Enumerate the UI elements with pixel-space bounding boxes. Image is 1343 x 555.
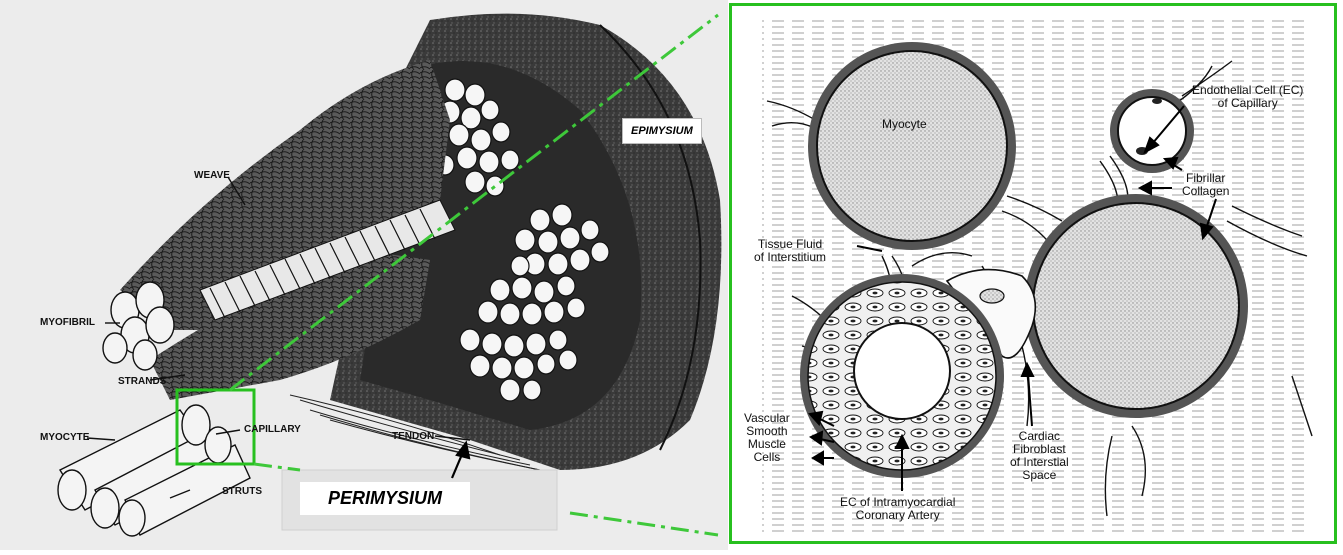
muscle-drawing <box>0 0 728 550</box>
label-tissue-fluid: Tissue Fluid of Interstitium <box>754 238 826 264</box>
label-epimysium: EPIMYSIUM <box>622 118 702 144</box>
label-tendon: TENDON <box>392 431 434 442</box>
label-myofibril: MYOFIBRIL <box>40 317 95 328</box>
vascular-line-4: Cells <box>744 451 790 464</box>
label-ec-coronary-artery: EC of Intramyocardial Coronary Artery <box>840 496 955 522</box>
label-struts: STRUTS <box>222 486 262 497</box>
label-vascular-smooth-muscle: Vascular Smooth Muscle Cells <box>744 412 790 464</box>
label-fibrillar-collagen: Fibrillar Collagen <box>1182 172 1229 198</box>
label-strands: STRANDS <box>118 376 166 387</box>
magnified-interstitium-panel: Myocyte Endothelial Cell (EC) of Capilla… <box>729 3 1337 544</box>
label-myocyte-cell: Myocyte <box>882 118 927 131</box>
label-endothelial-cell: Endothelial Cell (EC) of Capillary <box>1192 84 1303 110</box>
label-myocyte: MYOCYTE <box>40 432 89 443</box>
label-capillary: CAPILLARY <box>244 424 301 435</box>
myocyte-text: Myocyte <box>882 118 927 131</box>
label-perimysium: PERIMYSIUM <box>300 482 470 515</box>
endothelial-line-2: of Capillary <box>1192 97 1303 110</box>
muscle-structure-illustration: WEAVE MYOFIBRIL STRANDS MYOCYTE CAPILLAR… <box>0 0 728 550</box>
fibroblast-line-4: Space <box>1010 469 1069 482</box>
fibrillar-line-2: Collagen <box>1182 185 1229 198</box>
label-weave: WEAVE <box>194 170 230 181</box>
label-cardiac-fibroblast: Cardiac Fibroblast of Interstial Space <box>1010 430 1069 482</box>
ec-artery-line-2: Coronary Artery <box>840 509 955 522</box>
tissue-fluid-line-2: of Interstitium <box>754 251 826 264</box>
